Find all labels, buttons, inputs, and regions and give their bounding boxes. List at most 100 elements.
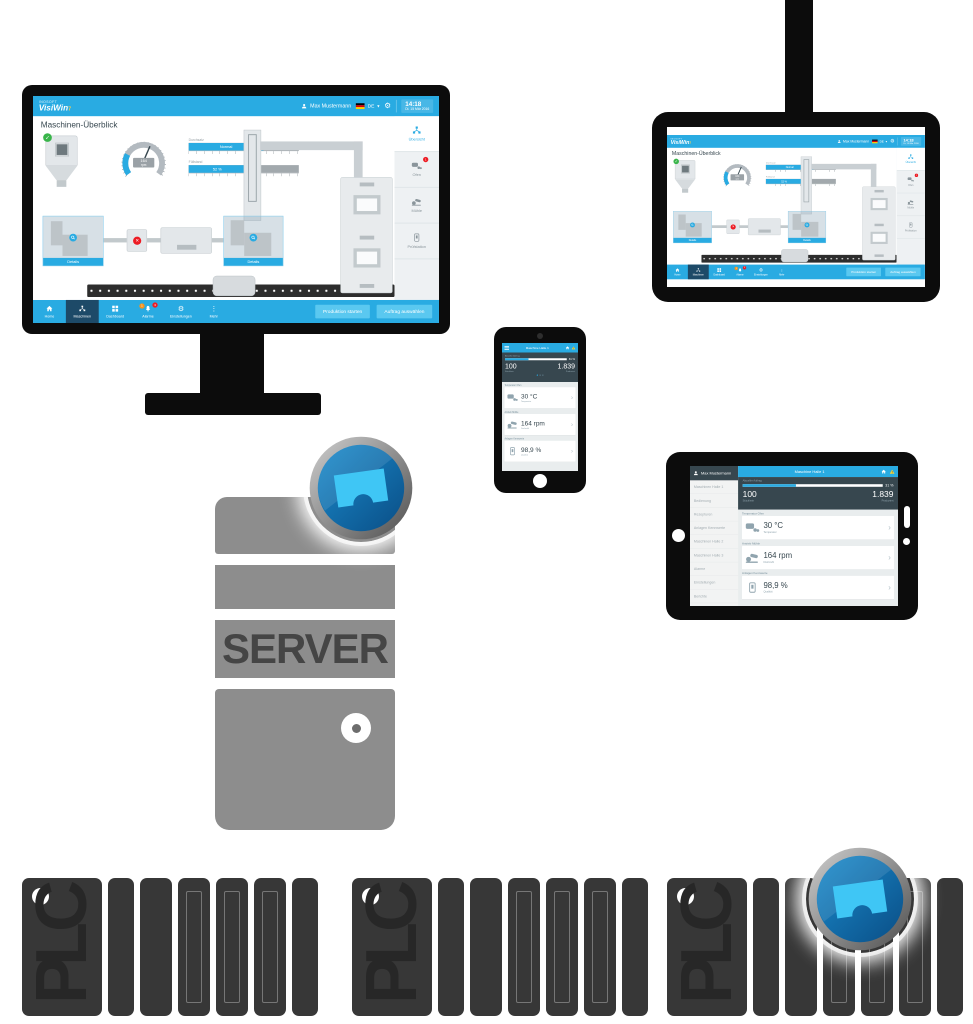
language-selector[interactable]: DE ▾	[356, 103, 379, 110]
pipe	[260, 141, 363, 151]
tablet-mount-arm	[785, 0, 813, 128]
order-label: Aktueller Auftrag	[742, 479, 762, 483]
nav-dashboard[interactable]: Dashboard	[709, 265, 730, 280]
drive-icon	[507, 421, 517, 429]
sidebar-item-overview[interactable]: Übersicht	[896, 147, 925, 170]
warning-badge: 1	[734, 266, 738, 271]
plc-unit-1: PLC	[22, 878, 318, 1016]
gear-icon: ⚙	[177, 304, 184, 313]
power-button[interactable]	[903, 538, 910, 545]
warning-triangle-icon[interactable]	[571, 346, 576, 350]
menu-item[interactable]: Bedienung	[690, 494, 739, 508]
nav-more[interactable]: ⋮ Mehr	[209, 304, 218, 319]
card-header: Anlagen Kennwerte	[742, 571, 768, 575]
plc-module	[584, 878, 616, 1016]
home-icon[interactable]	[565, 346, 570, 350]
menu-item[interactable]: Alarme	[690, 562, 739, 576]
sidebar-item-mill[interactable]: Mühle	[896, 193, 925, 216]
server-slab	[215, 565, 395, 609]
plc-module	[254, 878, 286, 1016]
menu-item[interactable]: Maschinen Halle 3	[690, 549, 739, 563]
machine-hotspot-1[interactable]: Details	[673, 211, 712, 244]
shaft	[780, 225, 788, 229]
nav-more[interactable]: ⋮ Mehr	[779, 267, 785, 277]
tablet-side-menu: Max Mustermann Maschinen Halle 1 Bedienu…	[690, 466, 739, 606]
camera-dot	[537, 333, 543, 339]
nav-alarms[interactable]: 1 3 Alarme	[734, 266, 747, 277]
shaft	[147, 238, 161, 243]
card-quality[interactable]: 98,9 %Qualität ›	[504, 440, 576, 462]
user-menu[interactable]: Max Mustermann	[837, 140, 869, 143]
select-order-button[interactable]: Auftrag auswählen	[376, 304, 433, 319]
status-led	[362, 888, 379, 905]
sidebar-item-mill[interactable]: Mühle	[394, 187, 439, 223]
hmi-bottom-nav: Home Maschinen Dashboard 1 3 Alarme ⚙ Ei…	[667, 264, 925, 280]
sidebar-item-overview[interactable]: Übersicht	[394, 116, 439, 152]
power-button[interactable]	[341, 713, 371, 743]
tablet-screen: INOSOFT VisiWin7 Max Mustermann DE ▾ ⚙ 1…	[667, 127, 925, 287]
select-order-button[interactable]: Auftrag auswählen	[885, 267, 921, 277]
settings-gear-icon[interactable]: ⚙	[890, 138, 895, 144]
conveyor-box	[781, 249, 809, 263]
hopper-machine: ✓	[673, 158, 696, 193]
coupling-machine: ✕	[726, 219, 740, 234]
page-indicator[interactable]	[505, 374, 575, 376]
settings-gear-icon[interactable]: ⚙	[384, 101, 392, 111]
sidebar-item-inspection[interactable]: Prüfstation	[394, 223, 439, 259]
hotspot-label: Details	[223, 257, 283, 266]
menu-item[interactable]: Anlagen Kennwerte	[690, 521, 739, 535]
mobile-top-bar: Maschine Halle 1	[502, 343, 578, 353]
nav-settings[interactable]: ⚙ Einstellungen	[754, 267, 768, 277]
tablet-top-bar: Maschine Halle 1	[738, 466, 898, 478]
card-quality[interactable]: 98,9 %Qualität ›	[742, 575, 895, 600]
home-button[interactable]	[533, 474, 547, 488]
logo-name: VisiWin7	[38, 103, 72, 113]
nav-settings[interactable]: ⚙ Einstellungen	[170, 304, 192, 319]
start-production-button[interactable]: Produktion starten	[315, 304, 370, 319]
drive-icon	[411, 198, 421, 206]
shaft	[711, 225, 727, 229]
visiwin-hmi-screen: INOSOFT VisiWin7 Max Mustermann DE ▾ ⚙ 1…	[667, 135, 925, 280]
menu-item[interactable]: Rezepturen	[690, 508, 739, 522]
nav-machines[interactable]: Maschinen	[687, 264, 709, 280]
user-menu[interactable]: Max Mustermann	[301, 103, 351, 109]
machine-hotspot-2[interactable]: Details	[787, 211, 827, 244]
progress-percent: 31 %	[885, 483, 894, 488]
nav-dashboard[interactable]: Dashboard	[99, 300, 132, 323]
nav-machines[interactable]: Maschinen	[65, 299, 99, 323]
menu-item[interactable]: Einstellungen	[690, 576, 739, 590]
sidebar-item-inspection[interactable]: Prüfstation	[896, 216, 925, 239]
chevron-right-icon: ›	[571, 421, 573, 428]
more-dots-icon: ⋮	[210, 304, 217, 312]
language-selector[interactable]: DE ▾	[872, 139, 887, 144]
sidebar-item-oven[interactable]: 1 Ofen	[394, 152, 439, 187]
volume-button[interactable]	[904, 506, 910, 528]
phone-screen: Maschine Halle 1 Aktueller Auftrag 31 % …	[502, 343, 578, 471]
grid-icon	[112, 305, 119, 312]
warning-triangle-icon[interactable]	[889, 469, 895, 474]
sidebar-item-oven[interactable]: 1 Ofen	[896, 170, 925, 193]
home-icon[interactable]	[881, 469, 886, 474]
machine-hotspot-2[interactable]: Details	[223, 215, 284, 267]
nav-home[interactable]: Home	[667, 265, 688, 280]
nav-home[interactable]: Home	[33, 300, 66, 323]
menu-item[interactable]: Maschinen Halle 1	[690, 480, 739, 494]
server-label: SERVER	[222, 625, 389, 672]
start-production-button[interactable]: Produktion starten	[846, 267, 882, 277]
plc-module	[622, 878, 648, 1016]
panel-icon	[510, 447, 515, 456]
user-icon	[837, 140, 841, 143]
menu-item[interactable]: Berichte	[690, 590, 739, 604]
user-menu[interactable]: Max Mustermann	[690, 466, 739, 481]
nav-alarms[interactable]: 1 3 Alarme	[139, 302, 158, 319]
network-icon	[412, 126, 421, 134]
machine-hotspot-1[interactable]: Details	[42, 215, 104, 267]
magnifier-icon	[804, 222, 810, 228]
menu-icon[interactable]	[504, 345, 509, 350]
menu-item[interactable]: Maschinen Halle 2	[690, 535, 739, 549]
